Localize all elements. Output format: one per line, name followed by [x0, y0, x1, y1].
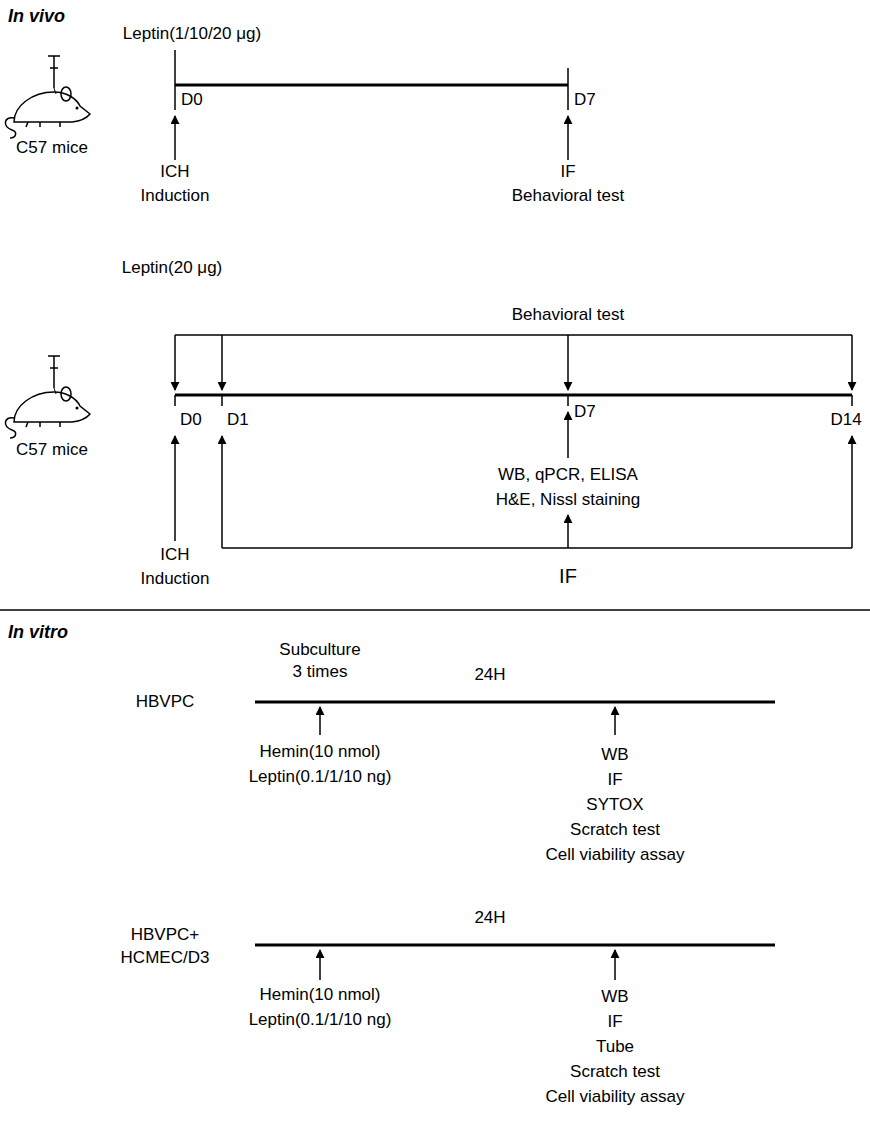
bracket: [175, 334, 852, 336]
timeline: [175, 84, 568, 87]
section-heading: In vivo: [8, 6, 65, 27]
tick: [567, 68, 569, 110]
timeline: [175, 394, 852, 397]
arrow: [174, 335, 176, 390]
timeline-label: D0: [181, 90, 203, 110]
timeline-label: D1: [227, 410, 249, 430]
timeline-label: SYTOX: [586, 795, 643, 815]
arrow: [174, 436, 176, 541]
timeline-label: IF: [607, 1012, 622, 1032]
timeline-label: Induction: [141, 186, 210, 206]
arrow: [851, 335, 853, 390]
timeline: [255, 701, 775, 704]
timeline-label: Leptin(0.1/1/10 ng): [249, 1010, 392, 1030]
timeline-label: Leptin(0.1/1/10 ng): [249, 767, 392, 787]
timeline-label: Scratch test: [570, 1062, 660, 1082]
timeline-label: 24H: [474, 908, 505, 928]
timeline-label: Tube: [596, 1037, 634, 1057]
timeline-label: Leptin(1/10/20 μg): [123, 24, 261, 44]
arrow: [614, 950, 616, 980]
separator: [0, 609, 870, 611]
timeline-label: ICH: [160, 162, 189, 182]
mouse-icon: [5, 356, 90, 438]
timeline-label: C57 mice: [16, 440, 88, 460]
tick: [174, 50, 176, 110]
tick: [175, 395, 852, 406]
arrow: [614, 707, 616, 735]
arrow: [567, 412, 569, 458]
timeline-label: Cell viability assay: [546, 845, 685, 865]
timeline-label: IF: [559, 565, 577, 588]
timeline-label: Hemin(10 nmol): [260, 742, 381, 762]
timeline-label: D7: [574, 402, 596, 422]
timeline-label: 24H: [474, 665, 505, 685]
arrow: [567, 515, 569, 548]
arrow: [174, 116, 176, 160]
timeline-label: ICH: [160, 545, 189, 565]
timeline-label: IF: [560, 162, 575, 182]
section-heading: In vitro: [8, 622, 68, 643]
timeline-label: IF: [607, 770, 622, 790]
timeline-label: D14: [830, 410, 861, 430]
arrow: [319, 950, 321, 980]
timeline-label: C57 mice: [16, 138, 88, 158]
bracket: [222, 547, 852, 549]
mouse-icon: [5, 56, 90, 138]
timeline-label: Subculture: [279, 640, 360, 660]
timeline-label: Leptin(20 μg): [122, 258, 223, 278]
timeline-label: WB: [601, 987, 628, 1007]
timeline-label: 3 times: [293, 662, 348, 682]
timeline-label: Induction: [141, 569, 210, 589]
timeline-label: Cell viability assay: [546, 1087, 685, 1107]
timeline-label: HBVPC: [136, 692, 195, 712]
arrow: [851, 436, 853, 548]
arrow: [567, 335, 569, 390]
in-vivo-lines: [0, 50, 870, 980]
timeline-label: Hemin(10 nmol): [260, 985, 381, 1005]
timeline-label: WB, qPCR, ELISA: [498, 465, 638, 485]
timeline-label: Behavioral test: [512, 186, 624, 206]
arrow: [319, 707, 321, 735]
timeline-label: Scratch test: [570, 820, 660, 840]
timeline-label: Behavioral test: [512, 305, 624, 325]
timeline-label: D7: [574, 90, 596, 110]
timeline-label: HCMEC/D3: [121, 948, 210, 968]
arrow: [221, 335, 223, 390]
timeline: [255, 944, 775, 947]
timeline-label: WB: [601, 745, 628, 765]
timeline-label: HBVPC+: [131, 925, 200, 945]
arrow: [567, 116, 569, 160]
timeline-label: H&E, Nissl staining: [496, 490, 641, 510]
arrow: [221, 436, 223, 548]
timeline-label: D0: [180, 410, 202, 430]
